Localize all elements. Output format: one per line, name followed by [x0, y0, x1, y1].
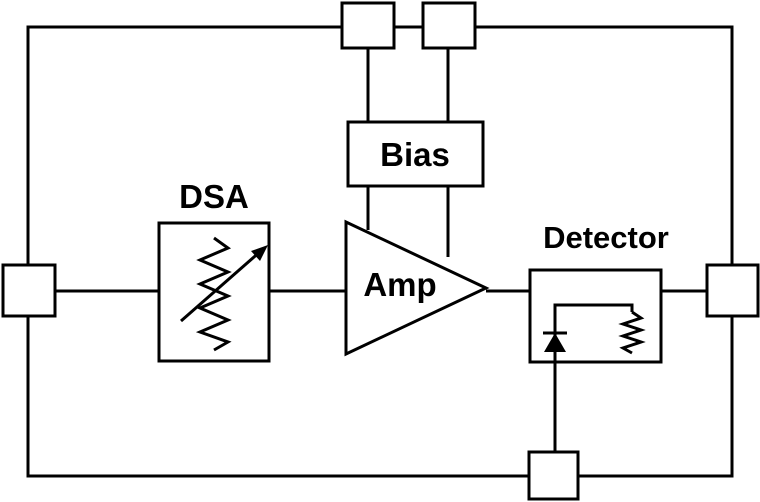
pin-top-right: [421, 1, 477, 50]
pin-input: [1, 263, 57, 318]
amp-block: Amp: [344, 219, 490, 357]
diode-icon: [543, 303, 634, 452]
amp-triangle: [344, 219, 490, 357]
bias-block: Bias: [346, 120, 485, 188]
amp-label: Amp: [363, 266, 436, 303]
pin-output: [705, 263, 760, 318]
variable-attenuator-icon: [180, 236, 268, 352]
pin-top-left: [340, 1, 396, 50]
bias-box: [346, 120, 485, 188]
detector-label: Detector: [543, 220, 669, 255]
bias-label: Bias: [380, 136, 450, 173]
dsa-block: [157, 221, 271, 363]
detector-block: [528, 268, 663, 452]
dsa-label: DSA: [179, 178, 249, 215]
pin-bottom: [527, 450, 580, 501]
resistor-icon: [618, 310, 646, 355]
